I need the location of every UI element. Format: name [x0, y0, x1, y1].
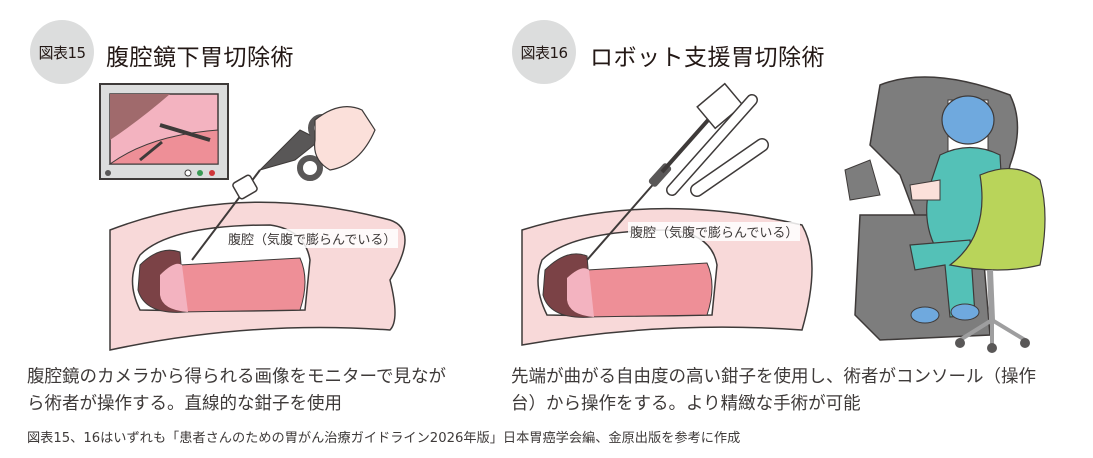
figure16-title: ロボット支援胃切除術 — [590, 45, 825, 71]
figure16-caption-line2: 台）から操作をする。より精緻な手術が可能 — [511, 394, 861, 414]
surgeon-console-illustration — [844, 76, 1046, 353]
robotic-illustration — [521, 82, 813, 346]
figure16-badge: 図表16 — [512, 20, 576, 84]
figure15-badge-label: 図表15 — [38, 43, 86, 62]
figure15-caption-line1: 腹腔鏡のカメラから得られる画像をモニターで見なが — [27, 367, 446, 387]
figure15-caption: 腹腔鏡のカメラから得られる画像をモニターで見なが ら術者が操作する。直線的な鉗子… — [27, 364, 446, 418]
figure15-cavity-label: 腹腔（気腹で膨らんでいる） — [226, 229, 399, 248]
source-note: 図表15、16はいずれも「患者さんのための胃がん治療ガイドライン2026年版」日… — [27, 431, 741, 446]
figure15-badge: 図表15 — [30, 20, 94, 84]
laparoscopy-illustration — [99, 83, 406, 351]
figure16-caption-line1: 先端が曲がる自由度の高い鉗子を使用し、術者がコンソール（操作 — [511, 367, 1036, 387]
figure15-title: 腹腔鏡下胃切除術 — [106, 45, 294, 71]
figure15-caption-line2: ら術者が操作する。直線的な鉗子を使用 — [27, 394, 342, 414]
figure16-badge-label: 図表16 — [520, 43, 568, 62]
monitor-icon — [99, 83, 229, 180]
figure16-caption: 先端が曲がる自由度の高い鉗子を使用し、術者がコンソール（操作 台）から操作をする… — [511, 364, 1036, 418]
figure16-cavity-label: 腹腔（気腹で膨らんでいる） — [628, 222, 801, 241]
